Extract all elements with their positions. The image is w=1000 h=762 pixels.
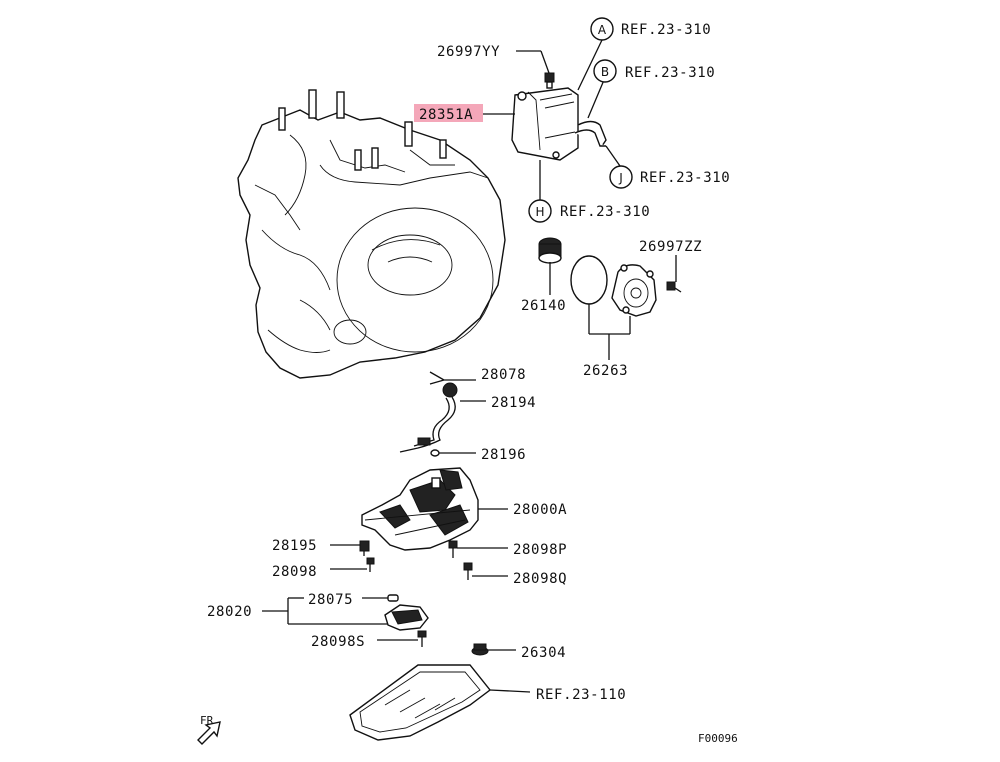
part-label-28351a[interactable]: 28351A bbox=[419, 107, 473, 123]
transmission-case bbox=[237, 89, 506, 379]
part-label-28078[interactable]: 28078 bbox=[481, 367, 526, 383]
callout-j[interactable]: J REF.23-310 bbox=[609, 165, 730, 189]
valve-body-28000a bbox=[361, 467, 479, 551]
part-label-28098s[interactable]: 28098S bbox=[311, 634, 365, 650]
part-label-28195[interactable]: 28195 bbox=[272, 538, 317, 554]
callout-j-ref[interactable]: REF.23-310 bbox=[640, 170, 730, 186]
front-direction-arrow-icon bbox=[197, 721, 221, 745]
part-label-26304[interactable]: 26304 bbox=[521, 645, 566, 661]
o-ring-28196 bbox=[430, 449, 440, 457]
part-label-28196[interactable]: 28196 bbox=[481, 447, 526, 463]
part-label-26997zz[interactable]: 26997ZZ bbox=[639, 239, 702, 255]
o-ring-28075 bbox=[387, 594, 399, 602]
part-label-28020[interactable]: 28020 bbox=[207, 604, 252, 620]
drain-plug-26304 bbox=[471, 643, 489, 656]
bolt-28098s bbox=[417, 630, 427, 647]
clip-28078 bbox=[429, 371, 452, 385]
part-label-28194[interactable]: 28194 bbox=[491, 395, 536, 411]
bolt-26997zz bbox=[666, 281, 682, 293]
part-label-26997yy[interactable]: 26997YY bbox=[437, 44, 500, 60]
callout-h-letter: H bbox=[535, 205, 544, 219]
part-label-26263[interactable]: 26263 bbox=[583, 363, 628, 379]
bolt-28098p bbox=[448, 540, 458, 558]
figure-code: F00096 bbox=[698, 732, 738, 745]
callout-b-letter: B bbox=[601, 65, 609, 79]
strainer-28020 bbox=[384, 604, 429, 631]
callout-a-ref[interactable]: REF.23-310 bbox=[621, 22, 711, 38]
oil-pan bbox=[349, 664, 491, 741]
callout-a[interactable]: A REF.23-310 bbox=[590, 17, 711, 41]
callout-b-ref[interactable]: REF.23-310 bbox=[625, 65, 715, 81]
leader-lines bbox=[262, 39, 677, 693]
cover-assembly-26263 bbox=[570, 255, 657, 317]
part-label-28098q[interactable]: 28098Q bbox=[513, 571, 567, 587]
oil-cooler-assembly bbox=[511, 87, 607, 161]
bolt-28098 bbox=[366, 557, 375, 572]
highlight-28351a bbox=[414, 104, 483, 122]
oil-filter-26140 bbox=[538, 237, 562, 264]
callout-h[interactable]: H REF.23-310 bbox=[528, 199, 650, 223]
callout-b[interactable]: B REF.23-310 bbox=[593, 59, 715, 83]
callout-j-letter: J bbox=[618, 171, 623, 185]
part-label-28000a[interactable]: 28000A bbox=[513, 502, 567, 518]
bolt-28098q bbox=[463, 562, 473, 580]
harness-28194 bbox=[399, 382, 458, 453]
front-label: FR bbox=[200, 714, 214, 727]
ref-label-23-110[interactable]: REF.23-110 bbox=[536, 687, 626, 703]
part-label-28098[interactable]: 28098 bbox=[272, 564, 317, 580]
callout-h-ref[interactable]: REF.23-310 bbox=[560, 204, 650, 220]
part-label-26140[interactable]: 26140 bbox=[521, 298, 566, 314]
bolt-26997yy bbox=[544, 72, 555, 89]
bracket-28195 bbox=[359, 540, 370, 556]
part-label-28075[interactable]: 28075 bbox=[308, 592, 353, 608]
callout-a-letter: A bbox=[598, 23, 607, 37]
part-label-28098p[interactable]: 28098P bbox=[513, 542, 567, 558]
